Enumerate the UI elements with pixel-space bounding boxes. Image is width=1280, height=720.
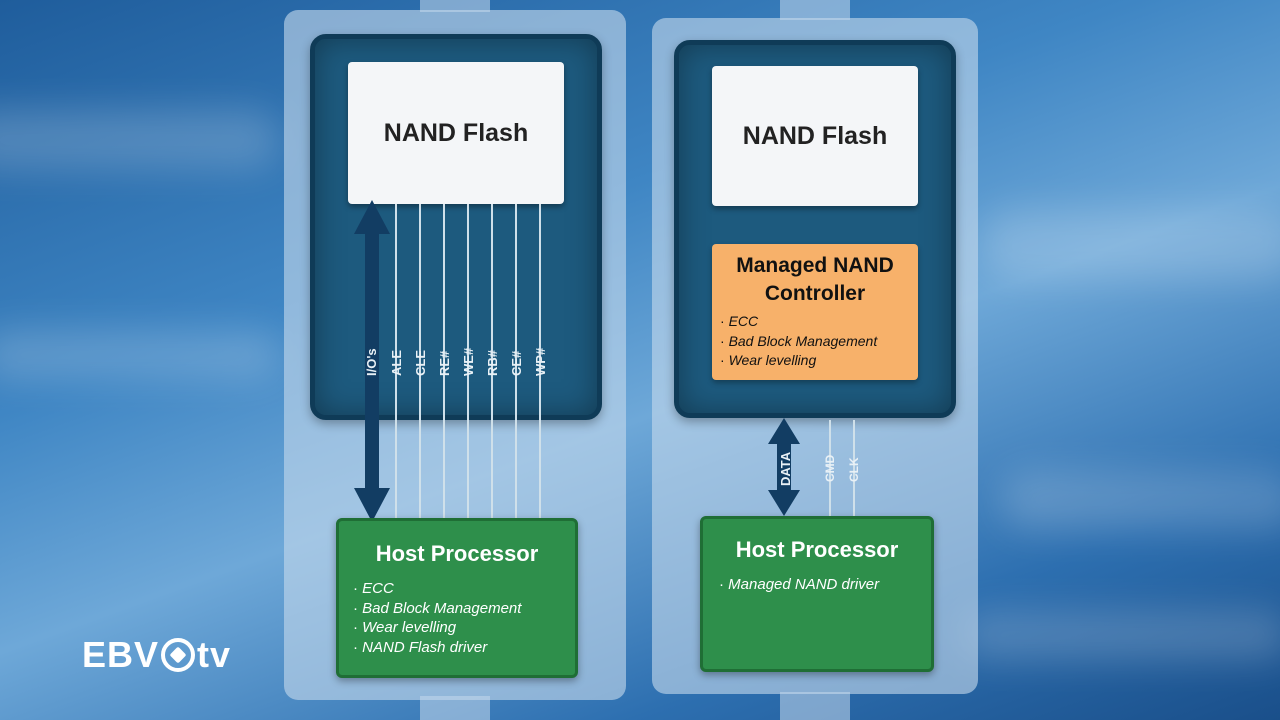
signal-line-cle <box>419 204 421 518</box>
signal-label-clk: CLK <box>847 457 861 482</box>
feature-item: NAND Flash driver <box>353 638 521 658</box>
feature-item: Bad Block Management <box>353 599 521 619</box>
right-host-feature-list: Managed NAND driver <box>719 575 879 595</box>
bg-streak <box>0 330 280 380</box>
right-bottom-post <box>780 692 850 720</box>
left-nand-flash-chip: NAND Flash <box>348 62 564 204</box>
right-host-processor: Host Processor Managed NAND driver <box>700 516 934 672</box>
right-host-title: Host Processor <box>735 537 899 562</box>
right-nand-flash-label: NAND Flash <box>742 121 888 150</box>
left-top-post <box>420 0 490 12</box>
io-double-arrow <box>354 200 390 522</box>
signal-label-cmd: CMD <box>823 454 837 482</box>
controller-feature-list: ECC Bad Block Management Wear levelling <box>720 312 878 371</box>
right-top-post <box>780 0 850 20</box>
bg-streak <box>960 610 1280 660</box>
signal-label-ce: CE# <box>509 350 524 376</box>
logo-play-icon <box>161 638 196 672</box>
left-host-title: Host Processor <box>375 541 539 566</box>
left-host-feature-list: ECC Bad Block Management Wear levelling … <box>353 579 521 657</box>
signal-label-cle: CLE <box>413 350 428 376</box>
right-nand-flash-chip: NAND Flash <box>712 66 918 206</box>
managed-nand-controller: Managed NAND Controller ECC Bad Block Ma… <box>712 244 918 380</box>
signal-line-rb <box>491 204 493 518</box>
signal-label-we: WE# <box>461 347 476 376</box>
signal-label-rb: RB# <box>485 349 500 376</box>
signal-label-ale: ALE <box>389 350 404 376</box>
signal-line-wp <box>539 204 541 518</box>
bg-streak <box>980 210 1280 280</box>
left-nand-flash-label: NAND Flash <box>383 118 529 147</box>
bg-streak <box>1000 470 1280 530</box>
feature-item: ECC <box>353 579 521 599</box>
data-double-arrow <box>768 418 800 516</box>
ebv-tv-logo: EBV tv <box>82 634 231 676</box>
feature-item: ECC <box>720 312 877 332</box>
logo-text-tv: tv <box>197 634 232 675</box>
signal-label-re: RE# <box>437 350 452 376</box>
signal-line-we <box>467 204 469 518</box>
logo-text-ebv: EBV <box>82 634 160 675</box>
controller-title-line2: Controller <box>764 282 866 305</box>
feature-item: Wear levelling <box>720 351 877 371</box>
feature-item: Managed NAND driver <box>719 575 879 595</box>
feature-item: Bad Block Management <box>720 332 878 352</box>
feature-item: Wear levelling <box>353 618 521 638</box>
signal-line-clk <box>853 420 855 516</box>
signal-label-data: DATA <box>778 451 793 486</box>
controller-title-line1: Managed NAND <box>736 254 894 277</box>
signal-line-cmd <box>829 420 831 516</box>
left-bottom-post <box>420 696 490 720</box>
left-host-processor: Host Processor ECC Bad Block Management … <box>336 518 578 678</box>
bg-streak <box>0 110 280 170</box>
signal-label-wp: WP# <box>533 347 548 376</box>
signal-label-io: I/O's <box>364 348 379 376</box>
signal-line-re <box>443 204 445 518</box>
signal-line-ale <box>395 204 397 518</box>
signal-line-ce <box>515 204 517 518</box>
